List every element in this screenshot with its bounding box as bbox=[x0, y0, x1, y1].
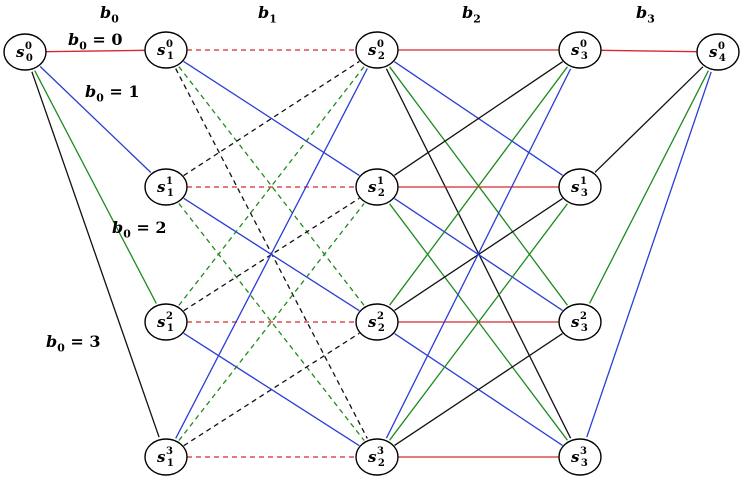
node-circle bbox=[355, 303, 399, 341]
node-circle bbox=[355, 168, 399, 206]
node-circle bbox=[144, 303, 188, 341]
edge-s00-s12 bbox=[34, 70, 157, 304]
label-layer: b0 b1 b2 b3 b0 = 0 b0 = 1 b0 = 2 b0 = 3 bbox=[46, 3, 655, 354]
stage-label-2: b2 bbox=[462, 3, 481, 25]
edge-s10-s21 bbox=[183, 60, 360, 177]
branch-label-1: b0 = 1 bbox=[85, 82, 139, 104]
edge-s12-s23 bbox=[183, 332, 360, 447]
node-circle bbox=[558, 438, 602, 476]
edge-s23-s30 bbox=[385, 68, 572, 439]
stage-label-1: b1 bbox=[258, 3, 277, 25]
edge-s31-s40 bbox=[594, 66, 704, 173]
node-circle bbox=[144, 31, 188, 69]
node-circle bbox=[355, 438, 399, 476]
edge-s30-s40 bbox=[600, 49, 698, 53]
branch-label-3: b0 = 3 bbox=[46, 332, 100, 354]
node-circle bbox=[558, 168, 602, 206]
edge-layer bbox=[31, 49, 712, 458]
node-circle bbox=[3, 33, 47, 71]
edge-s22-s30 bbox=[389, 66, 568, 306]
edge-s13-s20 bbox=[175, 68, 368, 439]
edge-s00-s11 bbox=[39, 66, 152, 173]
edge-s12-s21 bbox=[183, 197, 360, 312]
node-circle bbox=[144, 438, 188, 476]
node-circle bbox=[696, 33, 740, 71]
edge-s33-s40 bbox=[586, 71, 712, 438]
edge-s32-s40 bbox=[589, 70, 709, 304]
edge-s23-s32 bbox=[394, 333, 563, 446]
stage-label-0: b0 bbox=[100, 3, 119, 25]
edge-s00-s13 bbox=[31, 71, 160, 438]
branch-label-2: b0 = 2 bbox=[112, 218, 166, 240]
node-circle bbox=[144, 168, 188, 206]
branch-label-0: b0 = 0 bbox=[68, 30, 122, 52]
stage-label-3: b3 bbox=[636, 3, 655, 25]
node-circle bbox=[558, 303, 602, 341]
node-circle bbox=[558, 31, 602, 69]
edge-s00-s10 bbox=[45, 49, 146, 53]
edge-s11-s20 bbox=[183, 60, 360, 177]
edge-s23-s31 bbox=[389, 203, 568, 441]
node-circle bbox=[355, 31, 399, 69]
edge-s13-s22 bbox=[183, 332, 360, 447]
edge-s21-s30 bbox=[394, 61, 563, 176]
